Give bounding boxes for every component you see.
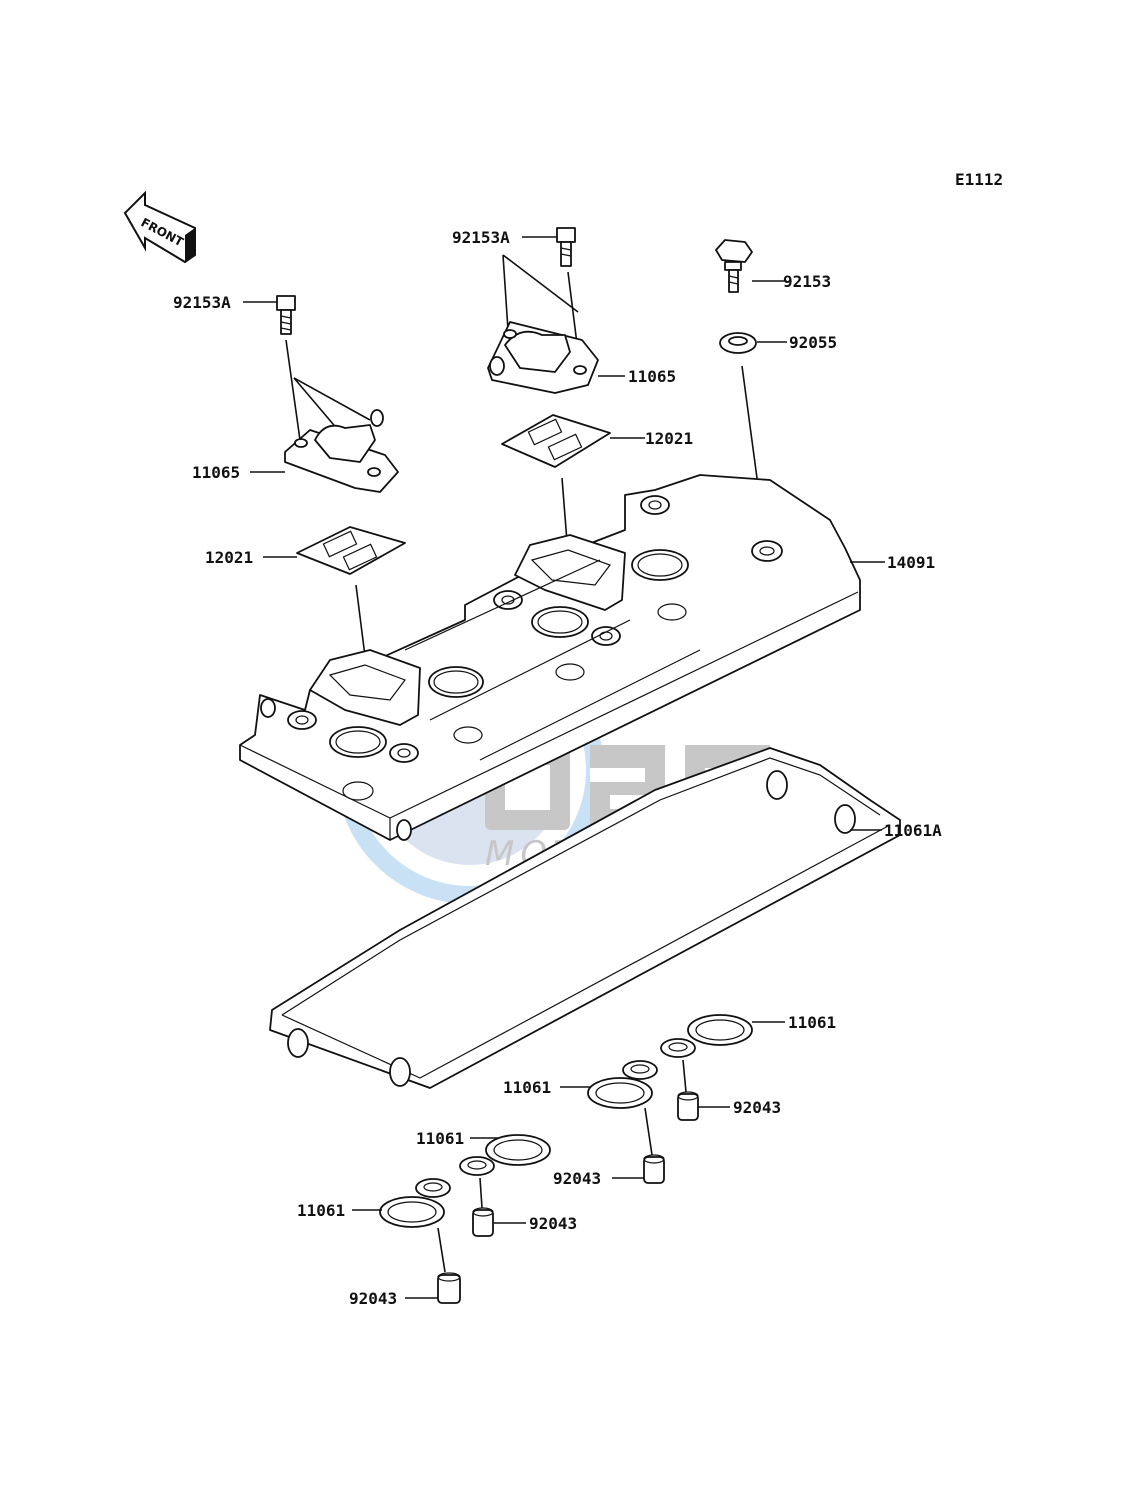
label-92055: 92055 [789, 333, 837, 352]
label-11061-low: 11061 [297, 1201, 345, 1220]
cap-cover-middle [487, 321, 599, 394]
dowel-pin-low [437, 1272, 461, 1304]
label-92043-low: 92043 [349, 1289, 397, 1308]
screw-middle [556, 227, 576, 267]
bolt-92153 [715, 239, 753, 293]
label-11061-right-top: 11061 [788, 1013, 836, 1032]
plug-seal-right-large [687, 1014, 753, 1046]
gasket-left [296, 526, 406, 575]
plug-seal-left-small [459, 1156, 495, 1176]
dowel-pin-right [677, 1091, 699, 1121]
label-92153a-middle: 92153A [452, 228, 510, 247]
label-11065-middle: 11065 [628, 367, 676, 386]
label-11061-left-top: 11061 [416, 1129, 464, 1148]
plug-seal-left-large [485, 1134, 551, 1166]
screw-left [276, 295, 296, 335]
gasket-middle [501, 414, 611, 468]
plug-seal-low-small [415, 1178, 451, 1198]
cylinder-head-cover [239, 474, 861, 841]
label-92043-left: 92043 [529, 1214, 577, 1233]
dowel-pin-mid [643, 1154, 665, 1184]
cap-cover-left [284, 409, 399, 493]
plug-seal-mid-small [622, 1060, 658, 1080]
diagram-code: E1112 [955, 170, 1003, 189]
dowel-pin-left [472, 1207, 494, 1237]
label-12021-middle: 12021 [645, 429, 693, 448]
label-12021-left: 12021 [205, 548, 253, 567]
label-92043-mid: 92043 [553, 1169, 601, 1188]
plug-seal-right-small [660, 1038, 696, 1058]
label-11065-left: 11065 [192, 463, 240, 482]
head-cover-gasket [269, 747, 901, 1089]
front-arrow-icon: FRONT [123, 190, 196, 264]
plug-seal-mid-large [587, 1077, 653, 1109]
label-11061-mid: 11061 [503, 1078, 551, 1097]
label-14091: 14091 [887, 553, 935, 572]
washer-92055 [719, 332, 757, 354]
plug-seal-low-large [379, 1196, 445, 1228]
label-92153a-left: 92153A [173, 293, 231, 312]
label-92043-right: 92043 [733, 1098, 781, 1117]
label-92153: 92153 [783, 272, 831, 291]
label-11061a: 11061A [884, 821, 942, 840]
